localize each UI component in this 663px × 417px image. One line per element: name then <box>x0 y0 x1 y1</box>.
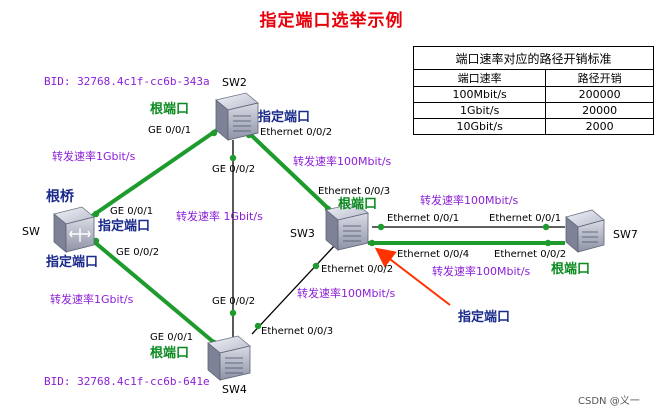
bid-sw2: BID: 32768.4c1f-cc6b-343a <box>44 75 210 88</box>
table-caption: 端口速率对应的路径开销标准 <box>413 46 654 70</box>
port-sw2-eth002: Ethernet 0/0/2 <box>260 127 333 138</box>
link-sw-sw4 <box>90 238 219 347</box>
switch-label-sw2: SW2 <box>222 76 247 89</box>
port-sw-ge001: GE 0/0/1 <box>110 206 154 217</box>
role-sw-designated-port-1: 指定端口 <box>98 219 151 234</box>
speed-sw3-sw4: 转发速率100Mbit/s <box>297 287 396 300</box>
table-cell: 200000 <box>545 86 654 103</box>
port-sw2-ge002: GE 0/0/2 <box>212 164 256 175</box>
port-sw3-eth004: Ethernet 0/0/4 <box>397 249 470 260</box>
table-header: 路径开销 <box>545 69 654 87</box>
speed-sw-sw4: 转发速率1Gbit/s <box>50 293 134 306</box>
role-sw3-root-port: 根端口 <box>338 197 378 212</box>
port-sw4-ge001: GE 0/0/1 <box>150 332 194 343</box>
port-sw-ge002: GE 0/0/2 <box>116 247 160 258</box>
pointer-designated-port-label: 指定端口 <box>458 310 511 325</box>
table-row: 10Gbit/s 2000 <box>412 118 654 135</box>
speed-sw-sw2: 转发速率1Gbit/s <box>52 150 136 163</box>
speed-sw3-sw7-upper: 转发速率100Mbit/s <box>420 194 519 207</box>
pointer-arrow <box>374 247 451 306</box>
root-switch-arrows-icon <box>69 228 91 242</box>
link-sw-sw2 <box>90 128 219 218</box>
link-sw3-sw4 <box>251 243 337 335</box>
speed-sw2-sw3: 转发速率100Mbit/s <box>293 155 392 168</box>
switch-sw4[interactable] <box>207 335 251 381</box>
table-cell: 100Mbit/s <box>412 86 547 103</box>
table-cell: 2000 <box>545 118 654 135</box>
port-sw7-eth002: Ethernet 0/0/2 <box>494 249 567 260</box>
switch-label-sw3: SW3 <box>290 227 315 240</box>
switch-label-sw4: SW4 <box>222 383 247 396</box>
switch-sw2[interactable] <box>215 92 259 141</box>
port-sw4-eth003: Ethernet 0/0/3 <box>261 326 334 337</box>
table-cell: 1Gbit/s <box>412 102 547 119</box>
role-sw4-root-port: 根端口 <box>150 346 190 361</box>
table-row: 100Mbit/s 200000 <box>412 86 654 103</box>
port-sw3-eth003: Ethernet 0/0/3 <box>318 186 391 197</box>
role-sw7-root-port: 根端口 <box>551 262 591 277</box>
link-sw2-sw3 <box>248 132 334 214</box>
speed-sw3-sw7-lower: 转发速率100Mbit/s <box>432 265 531 278</box>
root-bridge-label: 根桥 <box>46 189 74 205</box>
diagram-title: 指定端口选举示例 <box>259 11 404 31</box>
bid-sw4: BID: 32768.4c1f-cc6b-641e <box>44 375 210 388</box>
speed-sw2-sw4: 转发速率 1Gbit/s <box>176 210 263 223</box>
role-sw-designated-port-2: 指定端口 <box>46 255 99 270</box>
table-cell: 10Gbit/s <box>412 118 547 135</box>
port-sw7-eth001: Ethernet 0/0/1 <box>489 213 562 224</box>
switch-sw7[interactable] <box>565 209 605 253</box>
table-header: 端口速率 <box>412 69 547 87</box>
table-row: 1Gbit/s 20000 <box>412 102 654 119</box>
table-cell: 20000 <box>545 102 654 119</box>
port-sw3-eth001: Ethernet 0/0/1 <box>387 213 460 224</box>
switch-label-sw7: SW7 <box>613 228 638 241</box>
port-sw2-ge001: GE 0/0/1 <box>148 125 192 136</box>
switch-sw-root[interactable] <box>53 206 95 253</box>
port-sw4-ge002: GE 0/0/2 <box>212 296 256 307</box>
role-sw2-designated-port: 指定端口 <box>258 110 311 125</box>
footer-credit: CSDN @义一 <box>578 396 640 407</box>
path-cost-table: 端口速率对应的路径开销标准 端口速率 路径开销 100Mbit/s 200000… <box>412 46 654 135</box>
links <box>90 128 565 347</box>
role-sw2-root-port: 根端口 <box>150 102 190 117</box>
switch-sw3[interactable] <box>325 202 369 251</box>
port-sw3-eth002: Ethernet 0/0/2 <box>321 264 394 275</box>
switch-label-sw: SW <box>22 225 40 238</box>
